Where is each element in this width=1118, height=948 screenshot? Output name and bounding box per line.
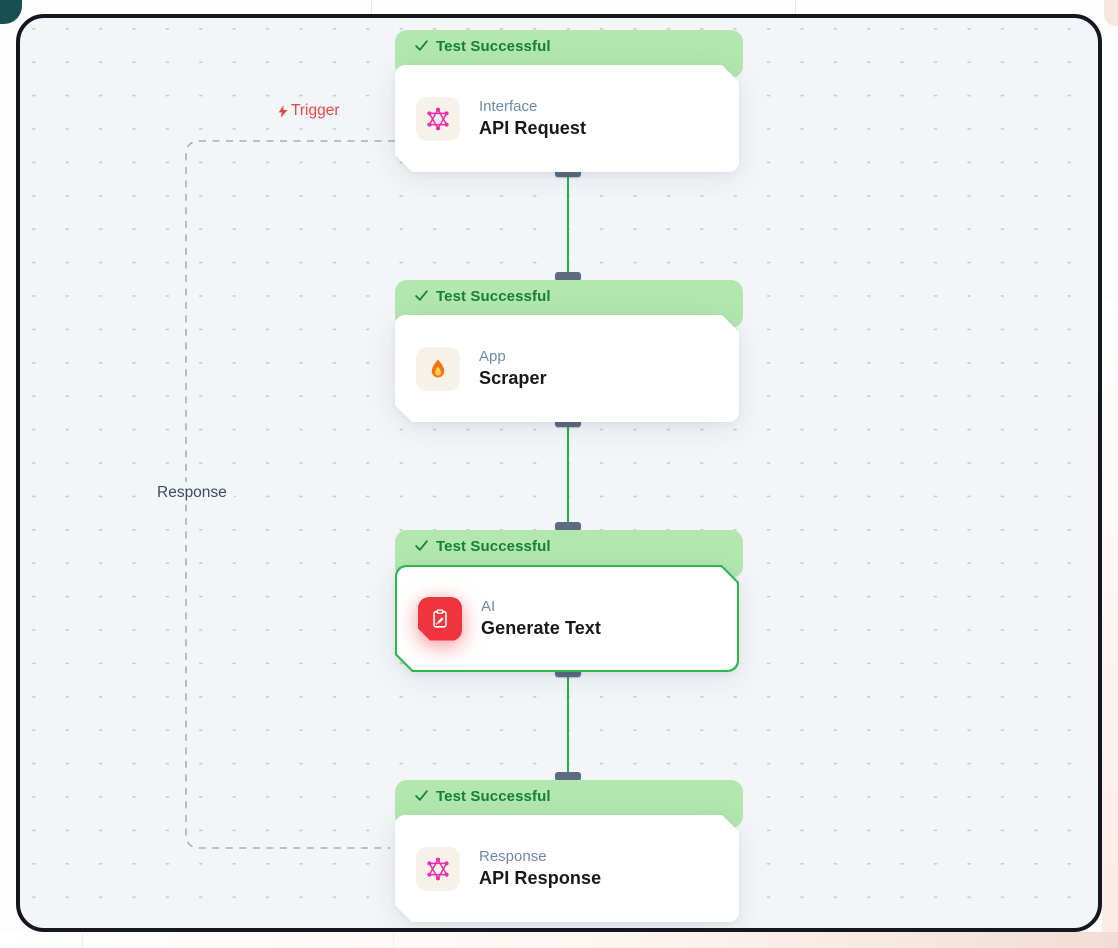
graphql-icon bbox=[416, 847, 460, 891]
node-title: Scraper bbox=[479, 368, 547, 388]
node-category: Interface bbox=[479, 98, 538, 115]
node-card-api-response[interactable]: Response API Response bbox=[395, 815, 739, 922]
status-text: Test Successful bbox=[436, 38, 551, 55]
output-handle-api-request[interactable] bbox=[555, 168, 581, 177]
input-handle-generate-text[interactable] bbox=[555, 522, 581, 531]
response-label: Response bbox=[150, 482, 234, 504]
fire-icon bbox=[416, 347, 460, 391]
node-card-generate-text[interactable]: AI Generate Text bbox=[397, 567, 737, 670]
node-title: API Request bbox=[479, 118, 587, 138]
background-corner-accent bbox=[1104, 0, 1118, 26]
status-text: Test Successful bbox=[436, 788, 551, 805]
browser-corner-accent bbox=[0, 0, 22, 24]
check-icon bbox=[415, 290, 428, 301]
trigger-label: Trigger bbox=[276, 102, 340, 120]
node-category: AI bbox=[481, 598, 496, 615]
output-handle-generate-text[interactable] bbox=[555, 668, 581, 677]
background-strip bbox=[0, 932, 1118, 948]
edge-api-request-to-scraper bbox=[567, 172, 569, 280]
node-card-scraper[interactable]: App Scraper bbox=[395, 315, 739, 422]
node-category: Response bbox=[479, 848, 547, 865]
background-divider bbox=[371, 0, 372, 14]
node-title: API Response bbox=[479, 868, 602, 888]
check-icon bbox=[415, 790, 428, 801]
node-scraper: Test Successful App Scraper bbox=[395, 280, 743, 422]
status-text: Test Successful bbox=[436, 288, 551, 305]
background-divider bbox=[393, 933, 394, 948]
trigger-label-text: Trigger bbox=[291, 102, 340, 119]
edge-scraper-to-generate-text bbox=[567, 422, 569, 530]
output-handle-scraper[interactable] bbox=[555, 418, 581, 427]
status-text: Test Successful bbox=[436, 538, 551, 555]
workflow-canvas[interactable]: Trigger Response Test Successful bbox=[16, 14, 1102, 932]
graphql-icon bbox=[416, 97, 460, 141]
node-api-request: Test Successful Interface API Request bbox=[395, 30, 743, 172]
background-divider bbox=[795, 0, 796, 14]
node-category: App bbox=[479, 348, 506, 365]
node-generate-text: Test Successful AI Generate Tex bbox=[395, 530, 743, 672]
check-icon bbox=[415, 40, 428, 51]
background-divider bbox=[82, 933, 83, 948]
node-card-api-request[interactable]: Interface API Request bbox=[395, 65, 739, 172]
clipboard-edit-icon bbox=[418, 597, 462, 641]
background-glow bbox=[1102, 300, 1118, 948]
lightning-bolt-icon bbox=[278, 104, 288, 118]
input-handle-scraper[interactable] bbox=[555, 272, 581, 281]
node-title: Generate Text bbox=[481, 618, 602, 638]
check-icon bbox=[415, 540, 428, 551]
input-handle-api-response[interactable] bbox=[555, 772, 581, 781]
node-api-response: Test Successful Response API Response bbox=[395, 780, 743, 922]
edge-generate-text-to-api-response bbox=[567, 672, 569, 780]
